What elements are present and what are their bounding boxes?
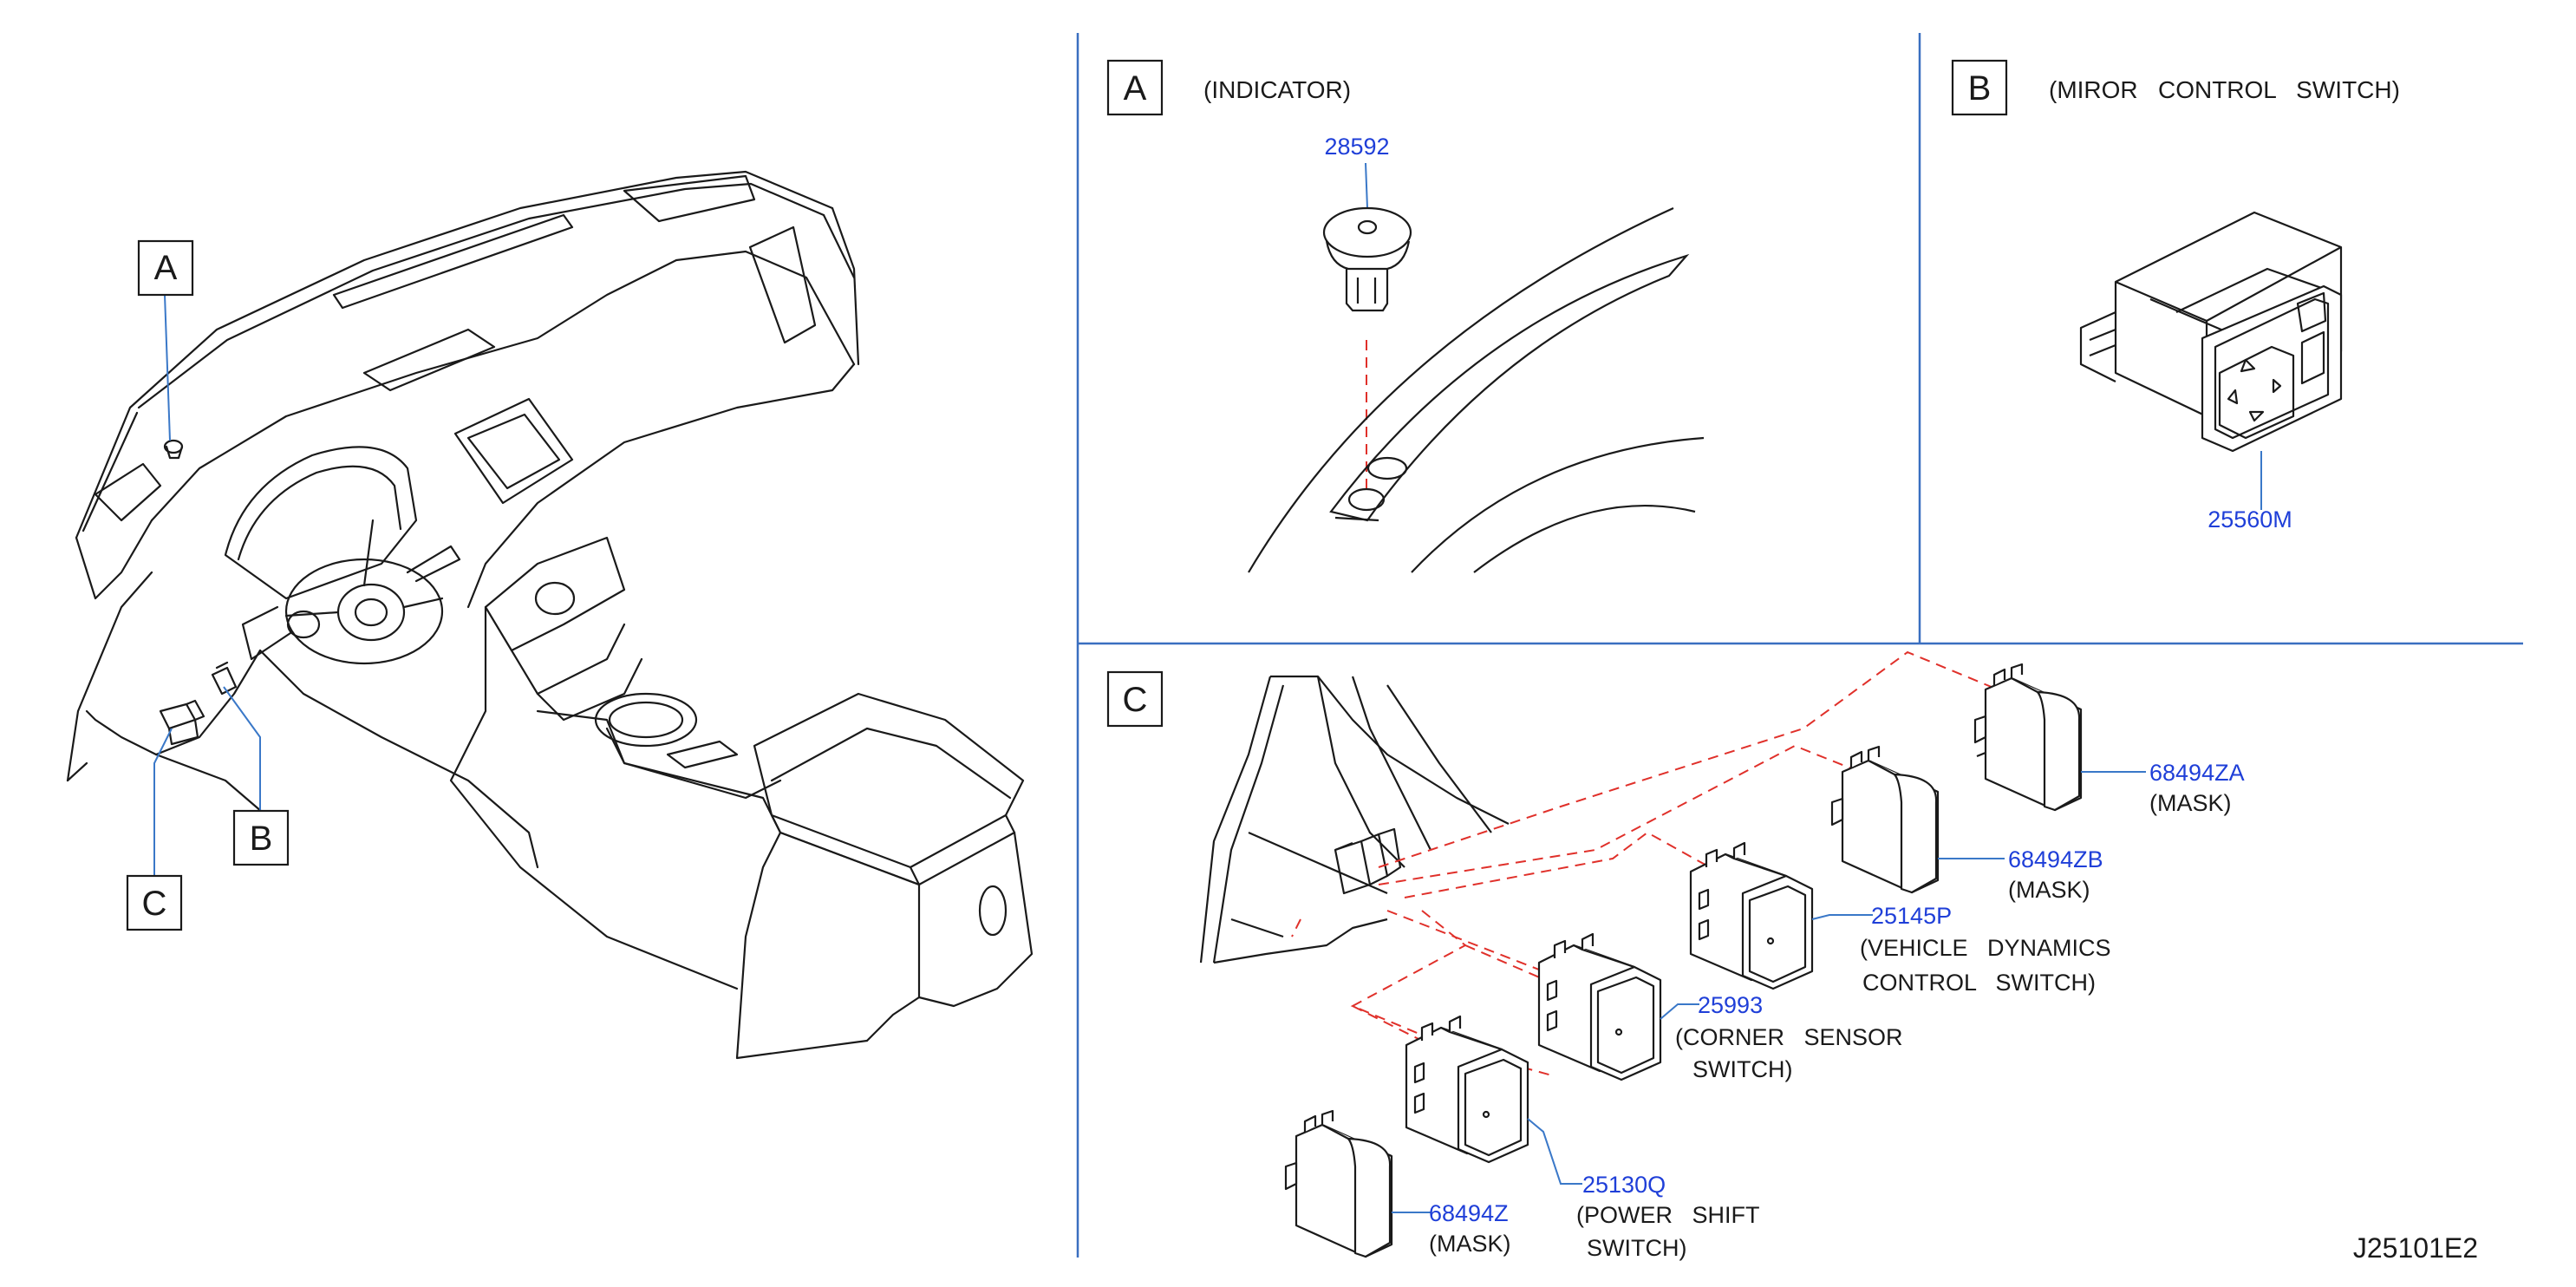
label-68494ZA: 68494ZA (MASK) <box>2149 760 2245 816</box>
panel-c-leaders <box>1392 771 2146 1213</box>
part-desc-68494ZB: (MASK) <box>2008 877 2090 903</box>
panel-c: C <box>1106 650 2245 1261</box>
part-number-25993: 25993 <box>1698 992 1763 1018</box>
part-desc-25993-line1: (CORNER SENSOR <box>1675 1024 1903 1050</box>
callout-c-letter: C <box>142 885 167 923</box>
part-number-68494ZA: 68494ZA <box>2149 760 2245 786</box>
label-68494Z: 68494Z (MASK) <box>1429 1200 1511 1257</box>
label-25993: 25993 (CORNER SENSOR SWITCH) <box>1675 992 1903 1082</box>
part-number-28592: 28592 <box>1324 134 1389 160</box>
part-number-25130Q: 25130Q <box>1582 1172 1666 1198</box>
part-desc-68494ZA: (MASK) <box>2149 790 2232 816</box>
part-desc-25145P-line1: (VEHICLE DYNAMICS <box>1860 935 2111 961</box>
overview-callout-c: C <box>126 874 183 931</box>
callout-b-letter: B <box>250 820 273 858</box>
part-desc-25993-line2: SWITCH) <box>1692 1056 1792 1082</box>
vdc-switch-25145P-drawing <box>1689 841 1814 990</box>
label-68494ZB: 68494ZB (MASK) <box>2008 846 2103 903</box>
power-shift-switch-25130Q-drawing <box>1405 1015 1529 1164</box>
part-number-25560M: 25560M <box>2208 506 2292 532</box>
drawing-code: J25101E2 <box>2353 1232 2478 1264</box>
overview-leaders <box>153 294 261 876</box>
dash-surface-drawing <box>1248 206 1705 573</box>
part-number-68494Z: 68494Z <box>1429 1200 1509 1226</box>
part-desc-68494Z: (MASK) <box>1429 1231 1511 1257</box>
mirror-switch-drawing <box>2079 211 2343 453</box>
install-guides <box>1291 650 2030 1076</box>
corner-sensor-switch-25993-drawing <box>1537 932 1662 1081</box>
knee-panel-drawing <box>1199 675 1510 964</box>
panel-a-title: (INDICATOR) <box>1203 76 1351 103</box>
overview-callout-a: A <box>137 239 194 297</box>
panel-dividers <box>1076 33 2523 1258</box>
mask-68494ZB-drawing <box>1830 745 1940 894</box>
panel-a-letter: A <box>1124 69 1147 108</box>
mask-68494Z-drawing <box>1284 1109 1393 1258</box>
label-25145P: 25145P (VEHICLE DYNAMICS CONTROL SWITCH) <box>1860 903 2111 996</box>
part-number-68494ZB: 68494ZB <box>2008 846 2103 872</box>
part-desc-25145P-line2: CONTROL SWITCH) <box>1862 970 2096 996</box>
indicator-clip-drawing <box>1322 206 1412 312</box>
panel-b: B (MIROR CONTROL SWITCH) <box>1951 59 2400 532</box>
dashboard-illustration <box>66 170 1034 1060</box>
part-number-25145P: 25145P <box>1871 903 1952 929</box>
overview-callout-b: B <box>232 809 290 866</box>
label-25130Q: 25130Q (POWER SHIFT SWITCH) <box>1576 1172 1760 1261</box>
mask-68494ZA-drawing <box>1973 663 2083 812</box>
panel-c-letter: C <box>1123 681 1148 719</box>
panel-b-letter: B <box>1968 69 1992 108</box>
callout-a-letter: A <box>154 249 178 287</box>
panel-b-title: (MIROR CONTROL SWITCH) <box>2049 76 2400 103</box>
part-desc-25130Q-line1: (POWER SHIFT <box>1576 1202 1760 1228</box>
panel-a: A (INDICATOR) 28592 <box>1106 59 1705 573</box>
part-desc-25130Q-line2: SWITCH) <box>1587 1235 1686 1261</box>
